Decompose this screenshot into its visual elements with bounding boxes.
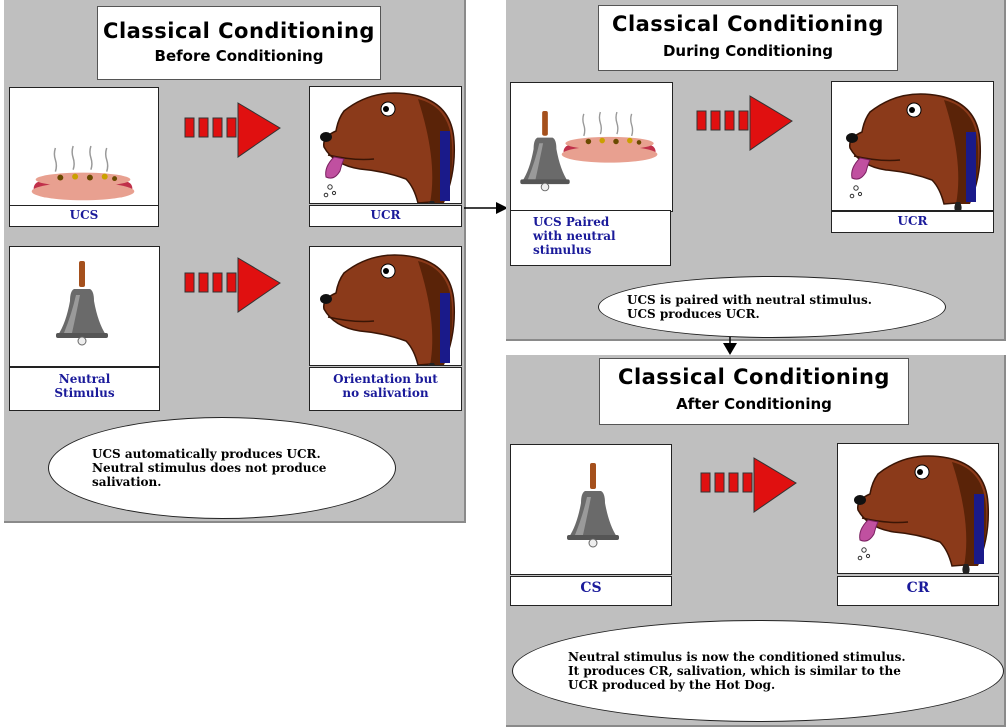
caption-orientation: Orientation but no salivation — [309, 367, 462, 411]
conditioning-arrow — [700, 457, 797, 513]
title-main: Classical Conditioning — [618, 365, 890, 389]
caption-cs: CS — [510, 576, 672, 606]
title-sub: During Conditioning — [662, 42, 834, 60]
bell-image — [510, 444, 672, 575]
arrow-head-icon — [237, 102, 281, 158]
title-main: Classical Conditioning — [612, 12, 884, 36]
dash-icon — [184, 117, 237, 138]
salivating-dog-icon — [319, 92, 456, 203]
panel-title: Classical Conditioning During Conditioni… — [598, 5, 898, 71]
bell-icon — [566, 462, 620, 548]
caption-ucs: UCS — [9, 205, 159, 227]
summary-oval: UCS is paired with neutral stimulus. UCS… — [598, 276, 946, 338]
hotdog-image — [9, 87, 159, 207]
title-sub: Before Conditioning — [154, 47, 324, 65]
summary-text: UCS automatically produces UCR. Neutral … — [92, 447, 327, 489]
bell-and-hotdog-image — [510, 82, 673, 212]
dog-image — [309, 246, 462, 366]
caption-cr: CR — [837, 576, 999, 606]
summary-oval: Neutral stimulus is now the conditioned … — [512, 620, 1004, 722]
arrow-head-icon — [749, 95, 793, 151]
panel-title: Classical Conditioning Before Conditioni… — [97, 6, 381, 80]
dash-icon — [184, 272, 237, 293]
caption-ucr: UCR — [831, 211, 994, 233]
salivating-dog-icon — [853, 455, 990, 573]
dog-salivating-image — [837, 443, 999, 574]
hotdog-icon — [30, 145, 136, 202]
dog-salivating-image — [309, 86, 462, 204]
caption-ucr: UCR — [309, 205, 462, 227]
panel-during-conditioning: Classical Conditioning During Conditioni… — [506, 0, 1006, 341]
connector-arrow-down — [723, 337, 737, 355]
conditioning-arrow — [184, 102, 281, 158]
dash-icon — [700, 472, 753, 493]
bell-image — [9, 246, 160, 367]
caption-ucs-paired: UCS Paired with neutral stimulus — [510, 210, 671, 266]
caption-neutral-stimulus: Neutral Stimulus — [9, 367, 160, 411]
summary-text: Neutral stimulus is now the conditioned … — [568, 650, 906, 692]
conditioning-arrow — [696, 95, 793, 151]
salivating-dog-icon — [845, 93, 982, 210]
title-sub: After Conditioning — [676, 395, 832, 413]
dog-salivating-image — [831, 81, 994, 211]
dash-icon — [696, 110, 749, 131]
bell-and-hotdog-icon — [519, 110, 659, 192]
summary-text: UCS is paired with neutral stimulus. UCS… — [627, 293, 872, 321]
arrow-head-icon — [753, 457, 797, 513]
connector-arrow-right — [464, 202, 508, 214]
title-main: Classical Conditioning — [103, 19, 375, 43]
panel-title: Classical Conditioning After Conditionin… — [599, 358, 909, 425]
panel-before-conditioning: Classical Conditioning Before Conditioni… — [4, 0, 466, 523]
conditioning-arrow — [184, 257, 281, 313]
bell-icon — [55, 260, 109, 346]
summary-oval: UCS automatically produces UCR. Neutral … — [48, 417, 396, 519]
dog-icon — [319, 254, 456, 365]
arrow-head-icon — [237, 257, 281, 313]
panel-after-conditioning: Classical Conditioning After Conditionin… — [506, 355, 1006, 727]
